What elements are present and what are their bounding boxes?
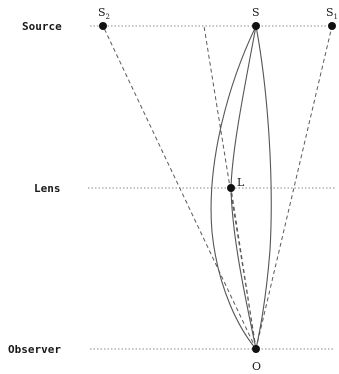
source-s-point xyxy=(252,22,260,30)
source-s2-point xyxy=(99,22,107,30)
source-s1-point xyxy=(328,22,336,30)
light-path-left xyxy=(210,25,257,350)
ray-observer-to-s1 xyxy=(255,25,333,350)
point-label-l: L xyxy=(237,176,245,189)
point-label-s1: S1 xyxy=(326,6,338,21)
observer-plane-label: Observer xyxy=(8,343,61,356)
observer-point xyxy=(252,345,260,353)
lens-plane-label: Lens xyxy=(34,182,61,195)
point-label-o: O xyxy=(252,360,261,373)
ray-observer-to-s2 xyxy=(102,25,257,350)
lens-point xyxy=(227,184,235,192)
point-label-s2: S2 xyxy=(98,6,110,21)
point-label-s: S xyxy=(252,6,260,19)
ray-observer-to-lens xyxy=(230,187,257,350)
light-path-right xyxy=(255,25,272,350)
source-plane-label: Source xyxy=(22,20,62,33)
